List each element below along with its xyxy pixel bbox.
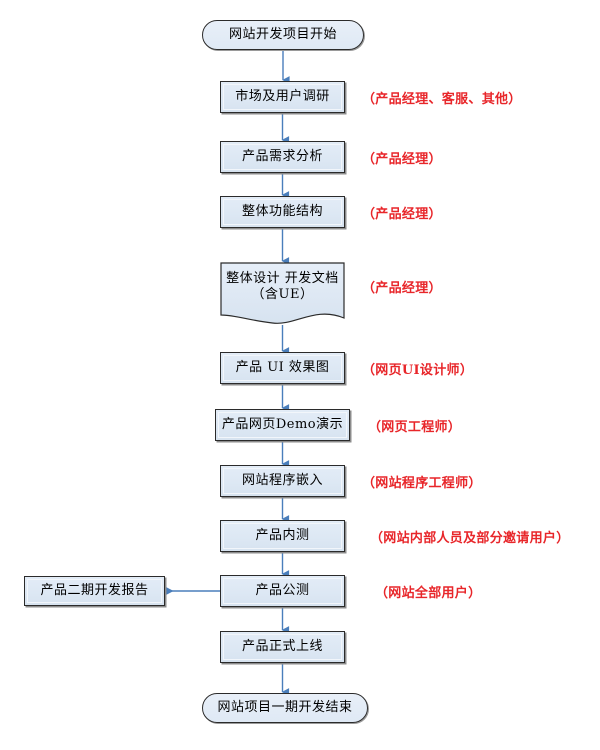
role-annotation-ann-structure: （产品经理） <box>362 207 442 222</box>
role-annotation-ann-requirements: （产品经理） <box>362 152 442 167</box>
flow-node-beta-test[interactable]: 产品公测 <box>220 575 345 607</box>
flow-node-ui-mockup[interactable]: 产品 UI 效果图 <box>220 352 345 384</box>
flow-node-label-integration: 网站程序嵌入 <box>241 472 323 488</box>
flow-node-phase2-report[interactable]: 产品二期开发报告 <box>24 576 165 606</box>
flow-node-launch[interactable]: 产品正式上线 <box>220 631 345 663</box>
flow-node-label-start: 网站开发项目开始 <box>228 26 337 42</box>
flow-node-label-research: 市场及用户调研 <box>235 88 330 104</box>
flow-node-requirements[interactable]: 产品需求分析 <box>220 141 345 173</box>
flow-node-label-design-doc: 整体设计 开发文档 （含UE） <box>226 270 339 302</box>
role-annotation-ann-research: （产品经理、客服、其他） <box>362 92 522 107</box>
role-annotation-ann-integration: （网站程序工程师） <box>362 476 482 491</box>
document-shape-icon <box>220 262 345 324</box>
flow-node-design-doc[interactable]: 整体设计 开发文档 （含UE） <box>220 262 345 325</box>
role-annotation-ann-beta-test: （网站全部用户） <box>375 586 482 601</box>
flow-node-integration[interactable]: 网站程序嵌入 <box>220 465 345 497</box>
flow-node-alpha-test[interactable]: 产品内测 <box>220 520 345 552</box>
role-annotation-ann-web-demo: （网页工程师） <box>368 420 462 435</box>
flow-node-end[interactable]: 网站项目一期开发结束 <box>202 693 368 723</box>
flow-node-label-structure: 整体功能结构 <box>241 203 323 219</box>
flow-node-start[interactable]: 网站开发项目开始 <box>202 20 364 50</box>
role-annotation-ann-ui-mockup: （网页UI设计师） <box>362 363 474 378</box>
role-annotation-ann-design-doc: （产品经理） <box>362 281 442 296</box>
flow-node-label-requirements: 产品需求分析 <box>241 148 323 164</box>
flow-node-structure[interactable]: 整体功能结构 <box>220 196 345 228</box>
flow-node-label-launch: 产品正式上线 <box>241 638 323 654</box>
flow-node-label-end: 网站项目一期开发结束 <box>217 699 353 715</box>
flow-node-label-phase2-report: 产品二期开发报告 <box>40 582 149 598</box>
flow-node-label-ui-mockup: 产品 UI 效果图 <box>235 359 330 375</box>
role-annotation-ann-alpha-test: （网站内部人员及部分邀请用户） <box>370 531 570 546</box>
flow-node-web-demo[interactable]: 产品网页Demo演示 <box>215 409 350 441</box>
flow-node-label-alpha-test: 产品内测 <box>255 527 310 543</box>
flow-node-label-beta-test: 产品公测 <box>255 582 310 598</box>
flow-node-label-web-demo: 产品网页Demo演示 <box>221 416 344 432</box>
flow-node-research[interactable]: 市场及用户调研 <box>220 81 345 113</box>
